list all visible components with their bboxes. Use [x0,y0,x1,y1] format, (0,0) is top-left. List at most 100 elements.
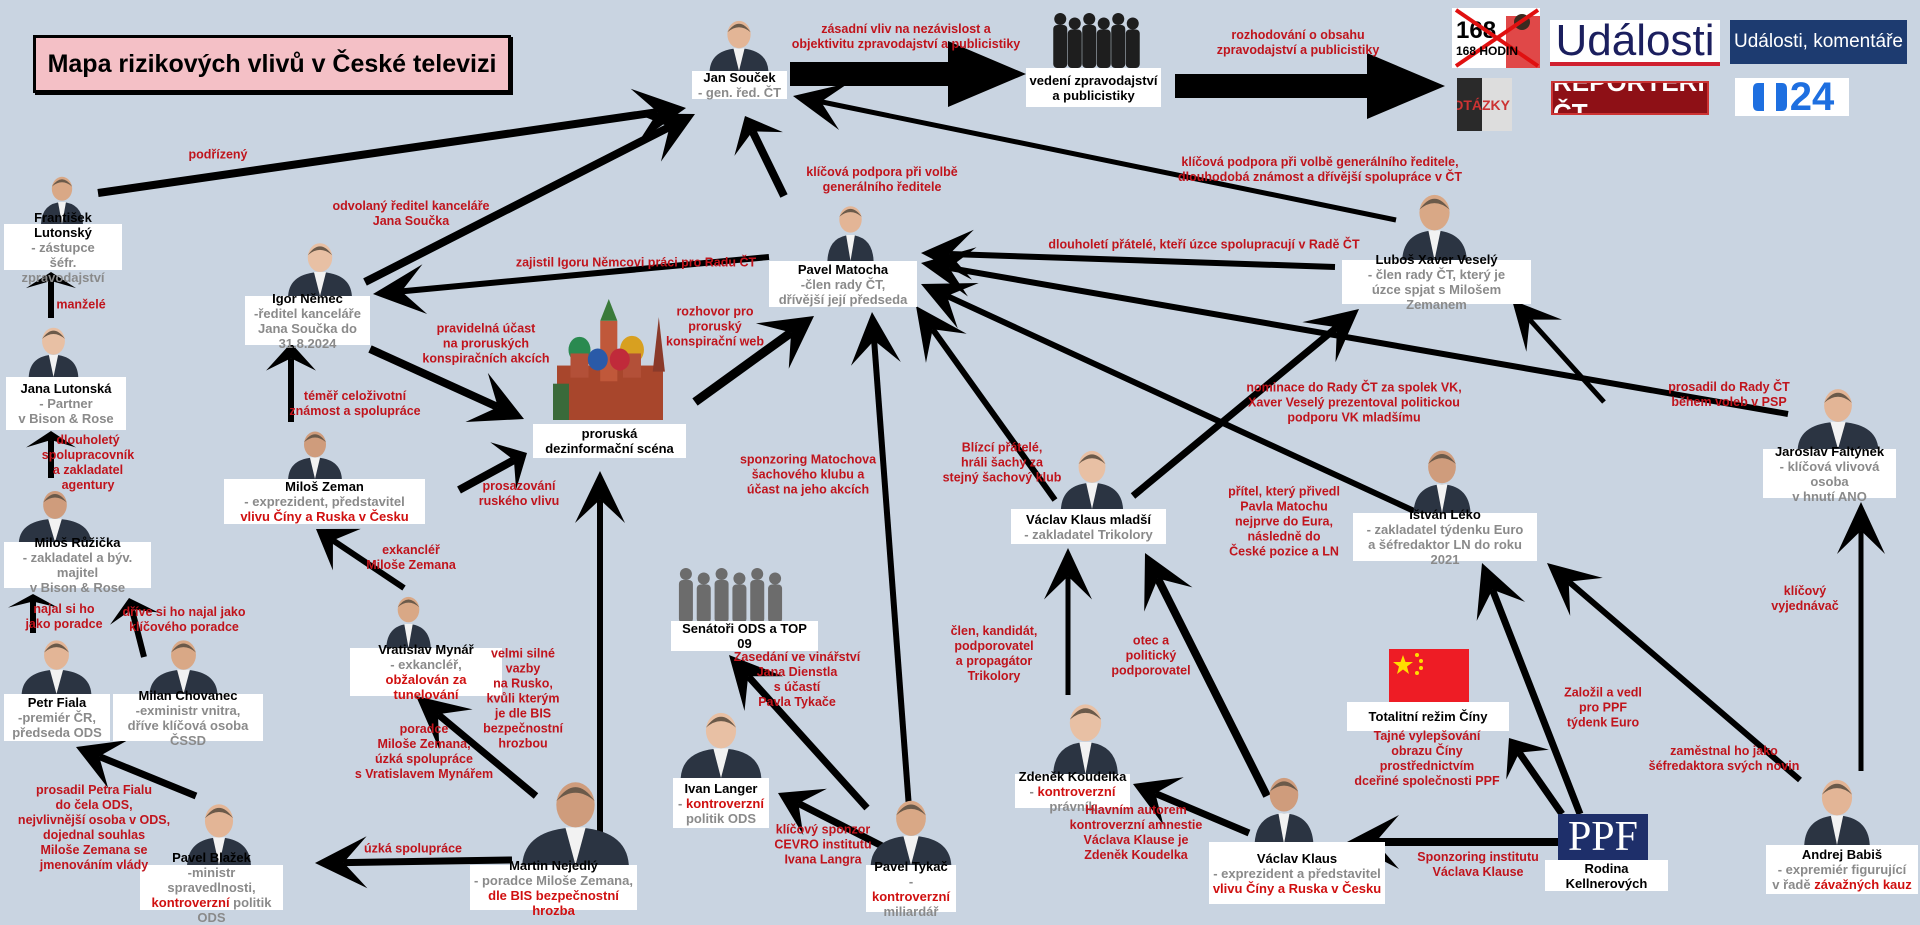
node-mynar: Vratislav Mynář- exkancléř,obžalován za … [350,642,502,702]
node-description-line: - zakladatel týdenku Euro [1356,522,1534,537]
arrowhead-icon [575,471,625,523]
node-name: proruská dezinformační scéna [545,426,674,456]
node-description-line: a šéfredaktor LN do roku 2021 [1356,537,1534,567]
node-name: Martin Nejedlý [509,857,598,873]
node-description-line: - exprezident a představitel [1212,866,1382,881]
node-description-line: -ministr spravedlnosti, [143,865,280,895]
relationship-label: prosazování ruského vlivu [478,479,560,508]
description-text: - klíčová vlivová osoba [1779,458,1880,489]
portrait-klaus [1249,767,1319,844]
arrow-shaft [748,129,788,198]
portrait-klausml [1055,443,1129,509]
ct24-text: 24 [1789,78,1835,116]
node-description-line: dříve klíčová osoba ČSSD [116,718,260,748]
node-description-line: - kontroverzní [869,874,953,904]
relationship-label: manželé [56,297,106,312]
arrowhead-icon [921,247,977,297]
portrait-babis [1798,771,1876,845]
node-name: Zdeněk Koudelka [1018,768,1127,784]
arrowhead-icon [1476,563,1526,621]
logo-udalosti: Události [1550,20,1720,66]
portrait-nejedly [512,771,639,865]
relationship-label: úzká spolupráce [364,841,462,856]
node-name: František Lutonský [34,209,92,240]
arrowhead-icon [734,116,783,156]
portrait-jlutonska [24,321,83,377]
node-name: vedení zpravodajství a publicistiky [1029,72,1158,103]
arrowhead-icon [26,272,76,289]
node-ppf: Rodina Kellnerových [1545,860,1668,891]
arrow-shaft [1516,750,1565,817]
node-description-line: kontroverzní politik ODS [143,895,280,925]
arrow-shaft [820,99,1397,223]
arrow-shaft [949,250,1336,270]
description-text: předseda ODS [12,725,102,740]
description-text: - exprezident a představitel [1213,865,1381,881]
arrow-shaft [1527,317,1606,404]
relationship-label: dříve si ho najal jako klíčového poradce [122,605,246,634]
arrowhead-icon [729,655,784,712]
relationship-label: podřízený [188,147,248,162]
logo-ct24: 24 [1735,78,1849,116]
description-text: právník [1049,798,1096,814]
node-description-line: - gen. řed. ČT [695,85,784,100]
description-text: - zakladatel týdenku Euro [1366,522,1524,537]
node-cina: Totalitní režim Číny [1347,702,1509,731]
arrowhead-icon [8,594,58,608]
relationship-label: otec a politický podporovatel [1111,633,1191,678]
svg-text:168: 168 [1456,17,1496,44]
relationship-label: nominace do Rady ČT za spolek VK, Xaver … [1246,380,1462,425]
description-text: v hnutí ANO [1792,488,1867,504]
arrow-shaft [97,753,198,800]
relationship-label: klíčový sponzor CEVRO institutu Ivana La… [774,822,872,867]
node-ruzicka: Miloš Růžička- zakladatel a býv. majitel… [4,535,151,595]
relationship-label: Blízcí přátelé, hráli šachy za stejný ša… [942,440,1062,485]
node-description-line: politik ODS [676,811,766,826]
highlight-text: kontroverzní [871,888,950,904]
node-name: Ištván Léko [1409,507,1481,522]
node-description-line: -premiér ČR, [7,710,107,725]
node-name: Pavel Blažek [172,850,251,865]
node-nejedly: Martin Nejedlý- poradce Miloše Zemana,dl… [470,858,637,918]
portrait-soucek [704,14,774,71]
node-description-line: předseda ODS [7,725,107,740]
node-description-line: vlivu Číny a Ruska v Česku [1212,881,1382,896]
arrow-shaft [331,537,406,591]
relationship-label: zaměstnal ho jako šéfredaktora svých nov… [1648,744,1800,773]
description-text: - zástupce [31,239,95,255]
node-description-line: - člen rady ČT, který je [1345,267,1528,282]
relationship-label: exkancléř Miloše Zemana [366,543,456,572]
portrait-langer [673,704,769,778]
people-group-icon [1053,12,1140,68]
relationship-label: poradce Miloše Zemana, úzká spolupráce s… [354,722,494,781]
node-fiala: Petr Fiala-premiér ČR,předseda ODS [4,694,110,741]
description-text: dřívější její předseda [778,291,908,307]
arrow-shaft [363,123,672,286]
highlight-text: kontroverzní [151,895,230,910]
highlight-text: závažných kauz [1814,877,1912,892]
description-text: - zakladatel a býv. majitel [22,550,133,580]
relationship-label: dlouholetý spolupracovník a zakladatel a… [41,433,135,492]
description-text: -člen rady ČT, [800,276,886,292]
relationship-label: rozhovor pro proruský konspirační web [666,304,764,349]
description-text: politik ODS [685,810,757,826]
node-matocha: Pavel Matocha-člen rady ČT,dřívější její… [769,261,917,307]
arrowhead-icon [850,312,901,366]
node-description-line: šéfr. zpravodajství [7,255,119,285]
portrait-matocha [823,196,878,261]
node-name: Jana Lutonská [20,381,112,396]
arrow-shaft [745,673,870,811]
node-name: Pavel Matocha [797,261,889,277]
silhouettes-icon [677,567,784,623]
node-description-line: - exkancléř, [353,657,499,672]
arrowhead-icon [1506,738,1549,780]
node-name: Václav Klaus [1256,850,1338,866]
portrait-koudelka [1047,694,1124,774]
node-description-line: v řadě závažných kauz [1769,877,1915,892]
node-name: Ivan Langer [684,780,758,796]
relationship-label: sponzoring Matochova šachového klubu a ú… [739,452,877,497]
